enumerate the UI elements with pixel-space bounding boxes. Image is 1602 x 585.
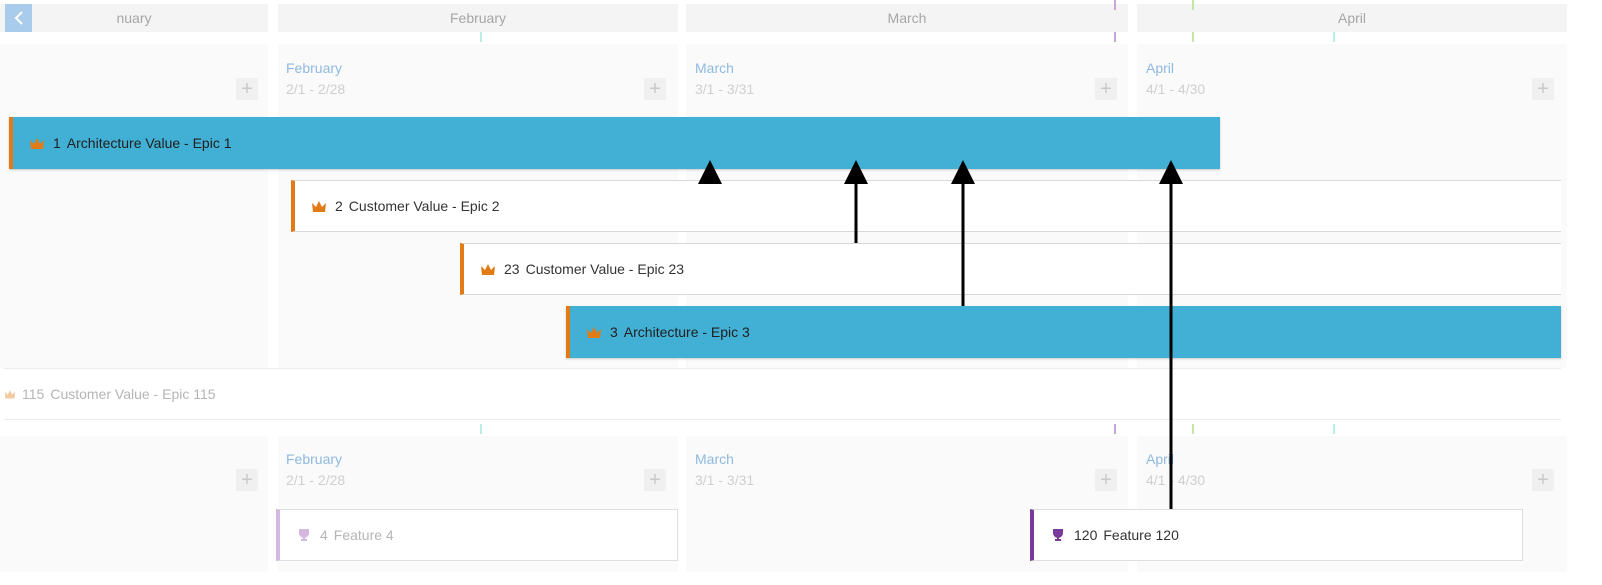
- feature-title: Feature 4: [333, 527, 394, 543]
- iteration-column: [0, 44, 268, 368]
- iteration-name: April: [1146, 60, 1175, 76]
- crown-icon: [481, 264, 495, 275]
- add-item-button[interactable]: +: [236, 469, 258, 491]
- trophy-icon: [299, 529, 309, 541]
- month-header-january: nuary: [0, 4, 268, 32]
- iteration-dates: 3/1 - 3/31: [695, 472, 755, 488]
- iteration-name: April: [1146, 451, 1175, 467]
- epic-id: 115: [22, 386, 45, 402]
- add-item-button[interactable]: +: [1532, 78, 1554, 100]
- milestone-marker: [1192, 0, 1194, 10]
- iteration-name: March: [695, 60, 734, 76]
- iteration-dates: 4/1 - 4/30: [1146, 81, 1206, 97]
- milestone-marker: [1333, 32, 1335, 42]
- add-item-button[interactable]: +: [1095, 78, 1117, 100]
- feature-card-120[interactable]: 120 Feature 120: [1030, 509, 1523, 561]
- scroll-back-button[interactable]: [5, 4, 32, 32]
- add-item-button[interactable]: +: [644, 469, 666, 491]
- milestone-marker: [1192, 424, 1194, 434]
- today-marker: [480, 424, 482, 434]
- feature-id: 4: [320, 527, 328, 543]
- iteration-name: February: [286, 451, 343, 467]
- iteration-dates: 2/1 - 2/28: [286, 472, 346, 488]
- iteration-name: February: [286, 60, 343, 76]
- milestone-marker: [1192, 32, 1194, 42]
- iteration-dates: 3/1 - 3/31: [695, 81, 755, 97]
- trophy-icon: [1053, 529, 1063, 541]
- epic-id: 3: [610, 324, 618, 340]
- add-item-button[interactable]: +: [236, 78, 258, 100]
- epic-card-2[interactable]: 2 Customer Value - Epic 2: [291, 180, 1561, 232]
- crown-icon: [30, 138, 44, 149]
- today-marker: [480, 32, 482, 42]
- month-header-february: February: [278, 4, 678, 32]
- feature-card-4[interactable]: 4 Feature 4: [276, 509, 678, 561]
- epic-title: Architecture - Epic 3: [623, 324, 750, 340]
- epic-title: Customer Value - Epic 115: [50, 386, 216, 402]
- epic-id: 1: [53, 135, 61, 151]
- crown-icon: [4, 390, 16, 399]
- iteration-dates: 2/1 - 2/28: [286, 81, 346, 97]
- epic-card-23[interactable]: 23 Customer Value - Epic 23: [460, 243, 1561, 295]
- epic-id: 23: [504, 261, 520, 277]
- iteration-column: [0, 436, 268, 572]
- add-item-button[interactable]: +: [1532, 469, 1554, 491]
- epic-title: Customer Value - Epic 23: [525, 261, 685, 277]
- milestone-marker: [1333, 424, 1335, 434]
- iteration-dates: 4/1 - 4/30: [1146, 472, 1206, 488]
- month-header-march: March: [686, 4, 1128, 32]
- month-label: April: [1337, 10, 1366, 26]
- epic-card-1[interactable]: 1 Architecture Value - Epic 1: [9, 117, 1220, 169]
- epic-card-115[interactable]: 115 Customer Value - Epic 115: [4, 368, 1561, 420]
- milestone-marker: [1114, 0, 1116, 10]
- add-item-button[interactable]: +: [1095, 469, 1117, 491]
- month-label: March: [887, 10, 927, 26]
- epic-card-3[interactable]: 3 Architecture - Epic 3: [566, 306, 1561, 358]
- add-item-button[interactable]: +: [644, 78, 666, 100]
- milestone-marker: [1114, 32, 1116, 42]
- month-label: nuary: [116, 10, 152, 26]
- feature-id: 120: [1074, 527, 1098, 543]
- epic-id: 2: [335, 198, 343, 214]
- milestone-marker: [1114, 424, 1116, 434]
- month-header-april: April: [1137, 4, 1567, 32]
- epic-title: Architecture Value - Epic 1: [66, 135, 232, 151]
- chevron-left-icon: [14, 11, 23, 25]
- epic-title: Customer Value - Epic 2: [348, 198, 500, 214]
- iteration-name: March: [695, 451, 734, 467]
- crown-icon: [587, 327, 601, 338]
- month-label: February: [449, 10, 507, 26]
- crown-icon: [312, 201, 326, 212]
- feature-title: Feature 120: [1103, 527, 1179, 543]
